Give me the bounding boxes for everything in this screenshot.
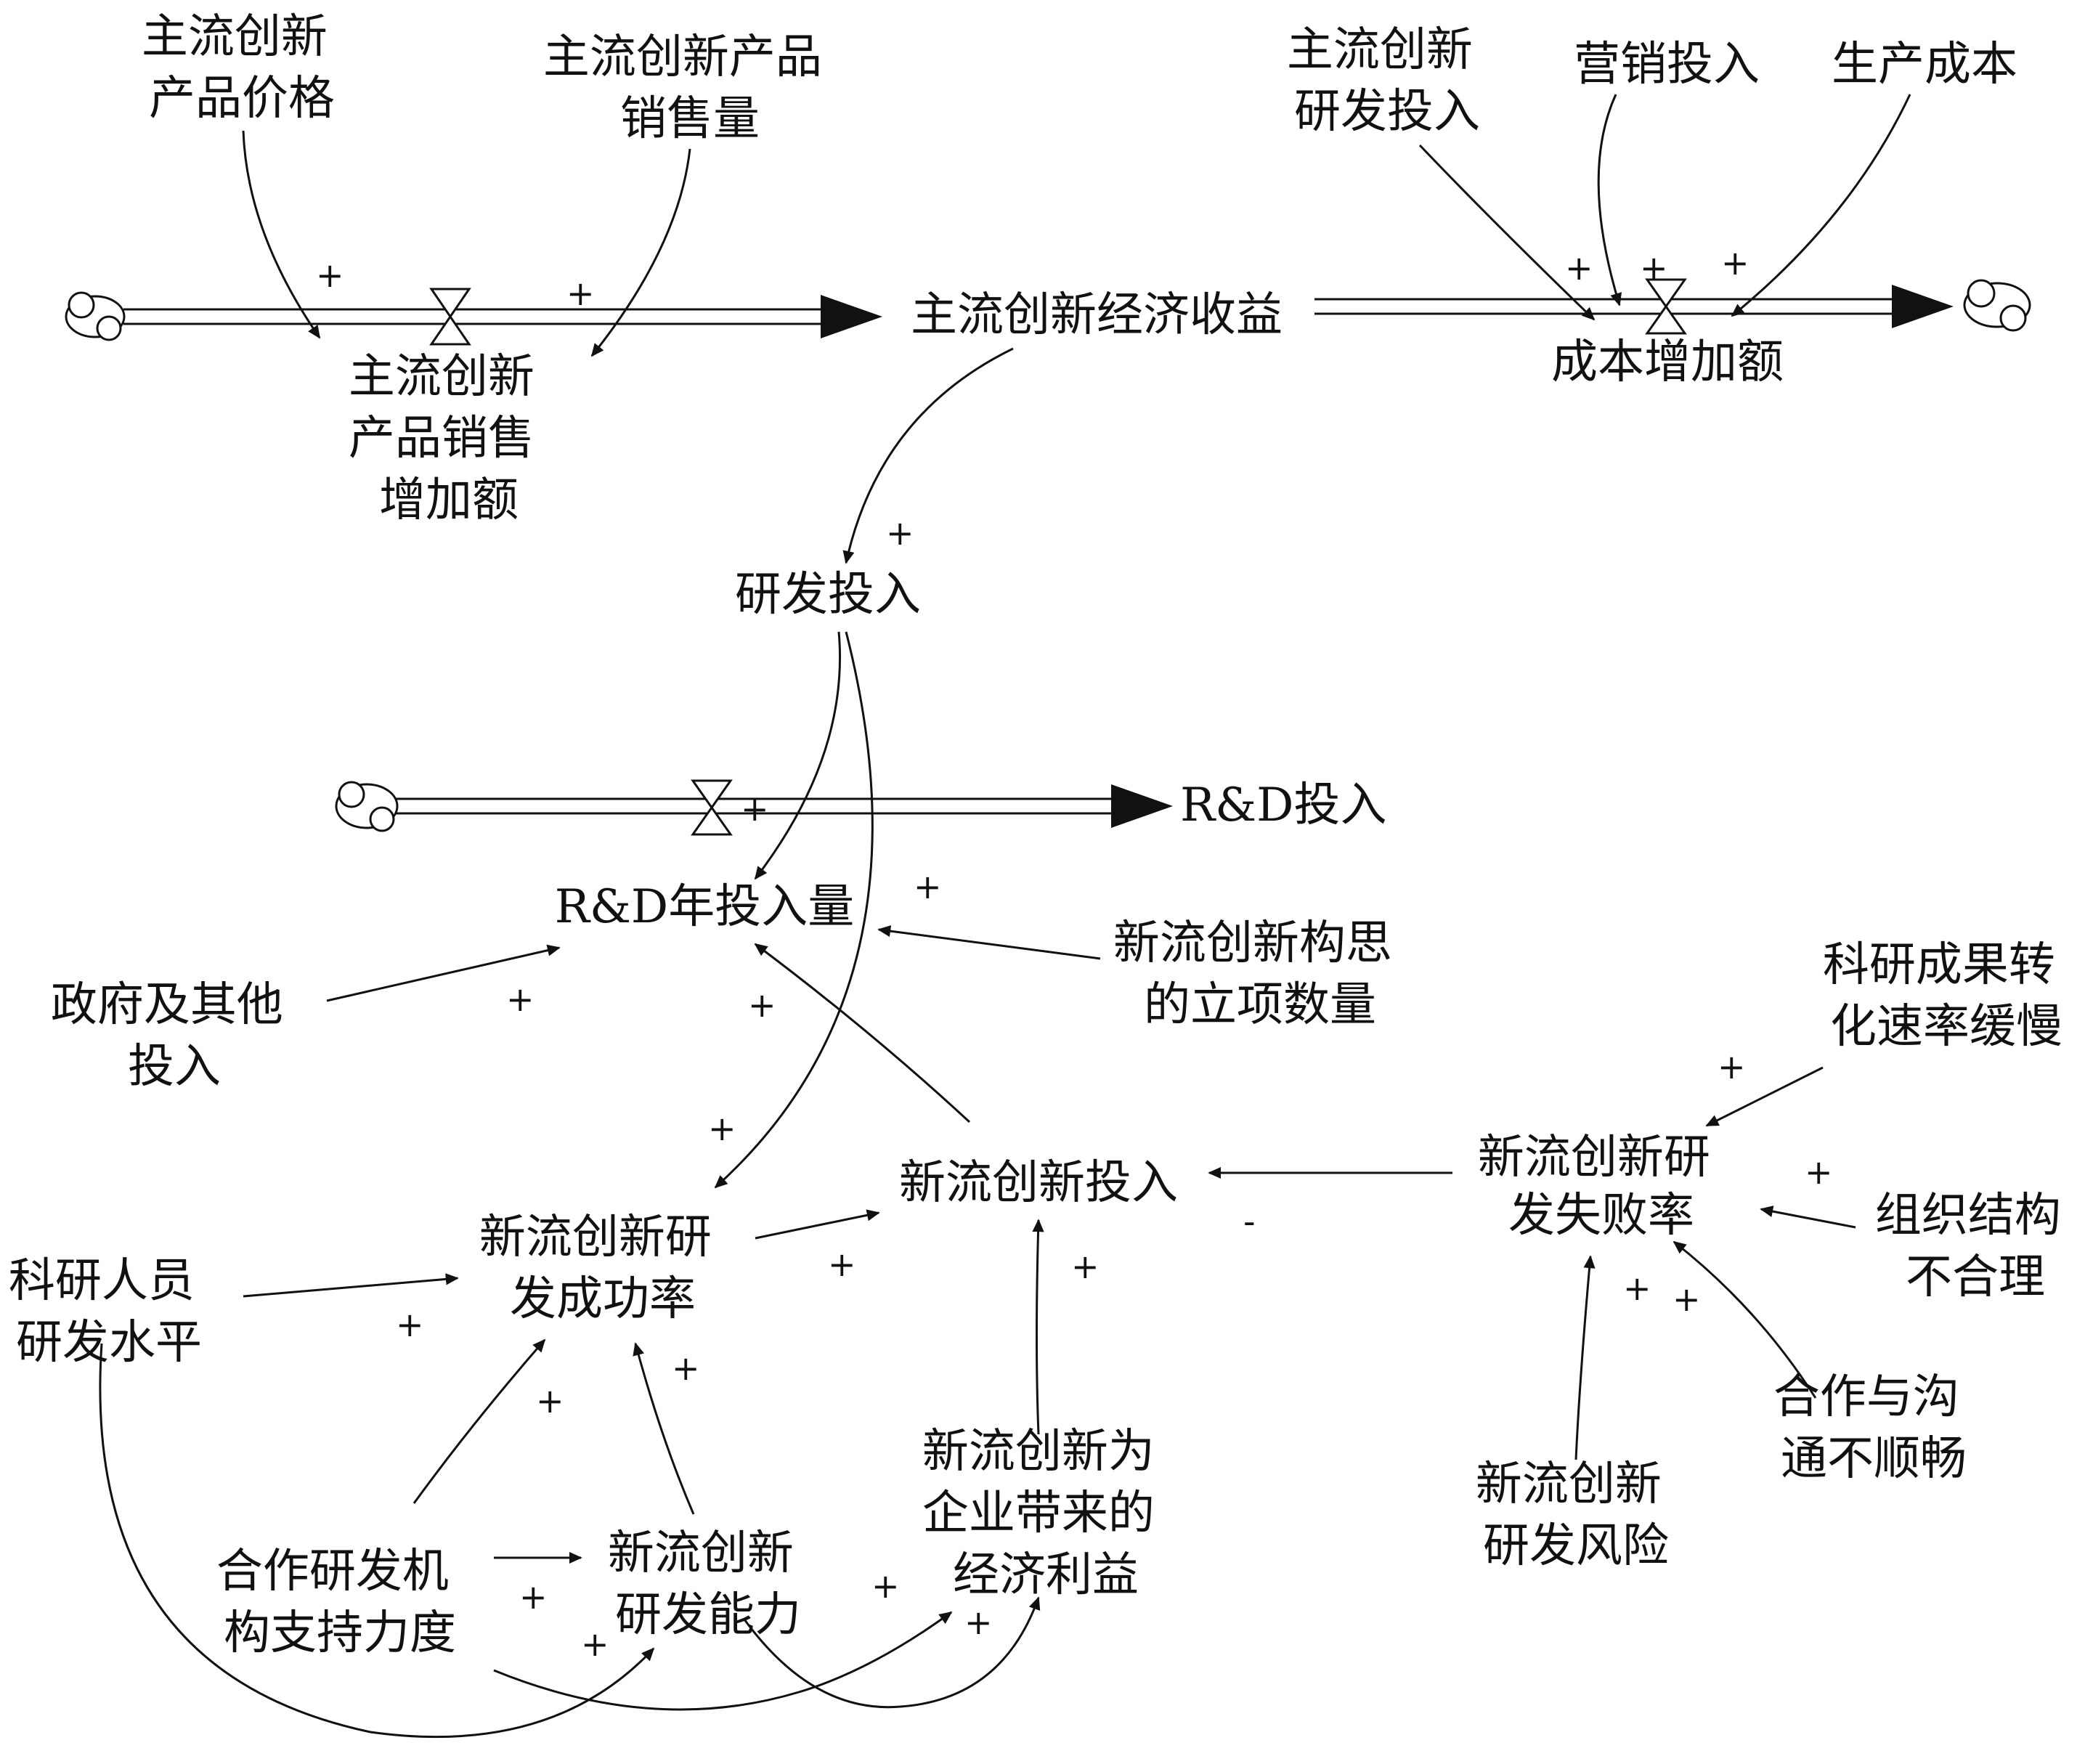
causal-links xyxy=(99,94,1911,1739)
node-org-structure: 组织结构 不合理 xyxy=(1875,1189,2076,1304)
link-staff-to-success xyxy=(243,1273,459,1298)
node-coop-support: 合作研发机 构支持力度 xyxy=(216,1545,463,1660)
link-mainstream-rd-to-cost xyxy=(1418,144,1596,321)
node-rd-stock: R&D投入 xyxy=(1180,779,1386,832)
sign-plus: + xyxy=(672,1349,700,1388)
link-ability-to-benefit xyxy=(743,1596,1041,1709)
sign-plus: + xyxy=(1640,248,1668,288)
sign-plus: + xyxy=(1623,1269,1651,1308)
node-mainstream-volume: 主流创新产品 销售量 xyxy=(543,31,837,146)
sign-plus: + xyxy=(914,867,942,906)
node-mainstream-revenue: 主流创新经济收益 xyxy=(911,288,1283,342)
link-ability-to-success xyxy=(633,1342,695,1515)
node-marketing-input: 营销投入 xyxy=(1574,38,1760,92)
node-rd-input: 研发投入 xyxy=(735,568,921,622)
node-communication: 合作与沟 通不顺畅 xyxy=(1773,1370,1974,1486)
sink-cloud-cost xyxy=(1963,279,2031,332)
link-revenue-to-rd xyxy=(842,347,1014,564)
link-coop-to-benefit xyxy=(493,1611,953,1711)
node-success-rate: 新流创新研 发成功率 xyxy=(479,1211,726,1326)
sign-plus: + xyxy=(748,985,776,1025)
node-slow-transfer: 科研成果转 化速率缓慢 xyxy=(1823,938,2070,1054)
node-staff-level: 科研人员 研发水平 xyxy=(9,1254,209,1370)
sign-plus: + xyxy=(519,1577,548,1617)
link-slow-to-failure xyxy=(1705,1066,1824,1127)
sign-minus: - xyxy=(1243,1202,1256,1241)
link-gov-to-annual xyxy=(326,944,561,1002)
sign-plus: + xyxy=(871,1566,900,1606)
node-production-cost: 生产成本 xyxy=(1832,38,2017,92)
link-invest-to-annual xyxy=(754,943,971,1123)
link-coop-comm-to-failure xyxy=(1673,1240,1817,1399)
valve-cost xyxy=(1645,278,1687,335)
sign-plus: + xyxy=(1673,1280,1701,1319)
node-government-input: 政府及其他 投入 xyxy=(51,978,298,1094)
sign-plus: + xyxy=(506,980,535,1019)
link-coop-to-success xyxy=(412,1338,546,1504)
node-labels: 主流创新 产品价格 主流创新产品 销售量 主流创新 研发投入 营销投入 生产成本… xyxy=(9,10,2076,1660)
link-risk-to-failure xyxy=(1574,1255,1596,1460)
flow-sales-pipe xyxy=(123,295,882,338)
sign-plus: + xyxy=(581,1625,609,1664)
link-staff-to-ability xyxy=(99,1343,655,1739)
source-cloud-sales xyxy=(65,291,126,341)
sign-plus: + xyxy=(964,1603,993,1642)
sign-plus: + xyxy=(1565,248,1593,288)
sign-plus: + xyxy=(316,256,344,295)
link-benefit-to-invest xyxy=(1032,1219,1044,1435)
node-mainstream-rd-input: 主流创新 研发投入 xyxy=(1287,23,1487,139)
link-rd-to-success xyxy=(714,631,874,1189)
node-economic-benefit: 新流创新为 企业带来的 经济利益 xyxy=(922,1425,1169,1602)
node-rd-annual: R&D年投入量 xyxy=(555,880,854,934)
sign-plus: + xyxy=(886,513,914,553)
flow-cost-pipe xyxy=(1314,285,1954,328)
source-cloud-rd xyxy=(335,781,399,832)
link-production-to-cost xyxy=(1731,94,1911,317)
sign-plus: + xyxy=(1721,243,1749,283)
node-failure-rate: 新流创新研 发失败率 xyxy=(1478,1131,1725,1243)
node-new-innovation-investment: 新流创新投入 xyxy=(899,1156,1178,1210)
sign-plus: + xyxy=(396,1305,424,1344)
sign-plus: + xyxy=(1718,1047,1746,1086)
flow-rd-pipe xyxy=(396,784,1173,828)
link-volume-to-sales-increase xyxy=(590,148,691,357)
valve-rd xyxy=(691,779,733,836)
node-idea-count: 新流创新构思 的立项数量 xyxy=(1113,916,1407,1032)
sign-plus: + xyxy=(1805,1153,1833,1192)
sign-plus: + xyxy=(741,789,769,829)
link-org-to-failure xyxy=(1760,1206,1856,1229)
valve-sales xyxy=(429,288,471,346)
link-success-to-invest xyxy=(755,1209,880,1240)
node-rd-ability: 新流创新 研发能力 xyxy=(608,1527,808,1642)
link-marketing-to-cost xyxy=(1597,94,1622,306)
sign-plus: + xyxy=(1071,1247,1100,1286)
sign-plus: + xyxy=(536,1381,564,1420)
link-rd-to-annual xyxy=(754,631,842,880)
sign-plus: + xyxy=(708,1109,736,1148)
sign-plus: + xyxy=(566,274,595,313)
sign-plus: + xyxy=(828,1245,856,1284)
node-rd-risk: 新流创新 研发风险 xyxy=(1476,1458,1676,1573)
link-ideas-to-annual xyxy=(877,925,1101,960)
node-cost-increase: 成本增加额 xyxy=(1551,336,1784,389)
node-mainstream-price: 主流创新 产品价格 xyxy=(142,10,342,126)
polarity-signs: + + + + + + + + + + + + + + + + + + + + … xyxy=(316,243,1833,1664)
link-price-to-sales-increase xyxy=(242,130,321,339)
node-sales-increase: 主流创新 产品销售 增加额 xyxy=(349,350,549,527)
